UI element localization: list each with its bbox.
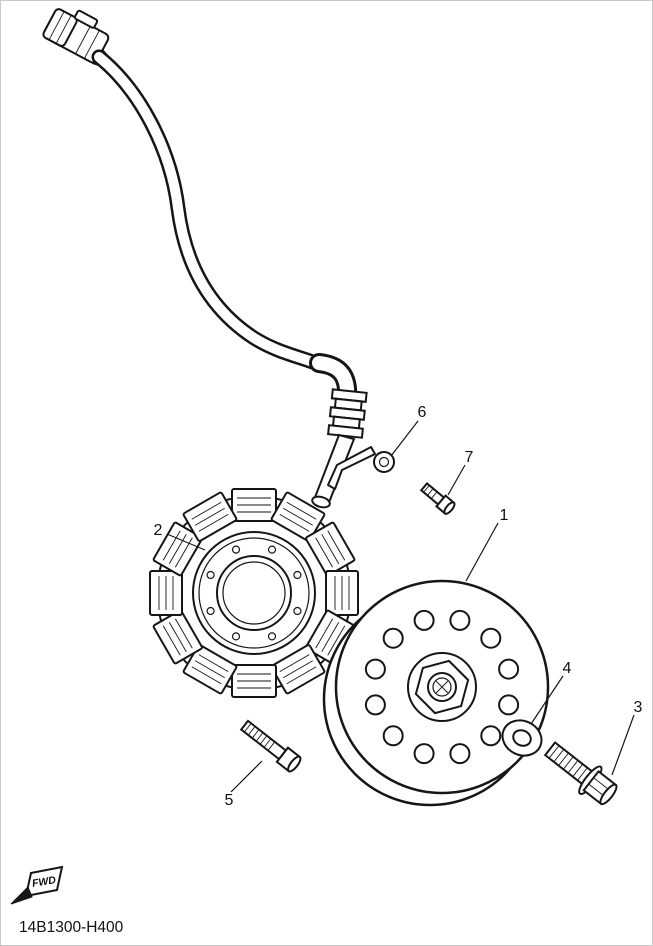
callout-6: 6 — [418, 404, 427, 421]
stator-bolt-holes — [206, 545, 302, 641]
plain-washer — [501, 719, 543, 757]
fwd-arrow-icon — [10, 886, 33, 905]
leader-line-4 — [530, 675, 564, 725]
flywheel-holes — [364, 609, 520, 765]
corrugated-sleeve — [327, 388, 368, 439]
callout-3: 3 — [634, 699, 643, 716]
mounting-bolt — [239, 719, 302, 773]
callout-5: 5 — [225, 792, 234, 809]
leader-line-6 — [390, 420, 419, 457]
stator-lead-wire — [91, 49, 329, 373]
stator-assembly — [149, 488, 359, 698]
lead-stem — [311, 433, 356, 509]
callout-2: 2 — [154, 522, 163, 539]
callout-1: 1 — [500, 507, 509, 524]
flywheel-hub — [407, 652, 477, 722]
leader-line-1 — [465, 522, 499, 582]
flange-bolt — [543, 741, 618, 806]
leader-line-7 — [447, 464, 466, 496]
clamp-screw — [419, 482, 456, 515]
callout-4: 4 — [563, 660, 572, 677]
callout-7: 7 — [465, 449, 474, 466]
leader-line-3 — [611, 714, 635, 776]
leader-line-2 — [166, 533, 206, 551]
wire-clamp-bracket — [327, 446, 395, 490]
fwd-marker: FWD — [10, 865, 64, 905]
leader-line-5 — [230, 760, 263, 793]
fwd-label: FWD — [31, 874, 57, 890]
part-code: 14B1300-H400 — [19, 919, 124, 936]
flywheel-rotor — [322, 579, 550, 807]
